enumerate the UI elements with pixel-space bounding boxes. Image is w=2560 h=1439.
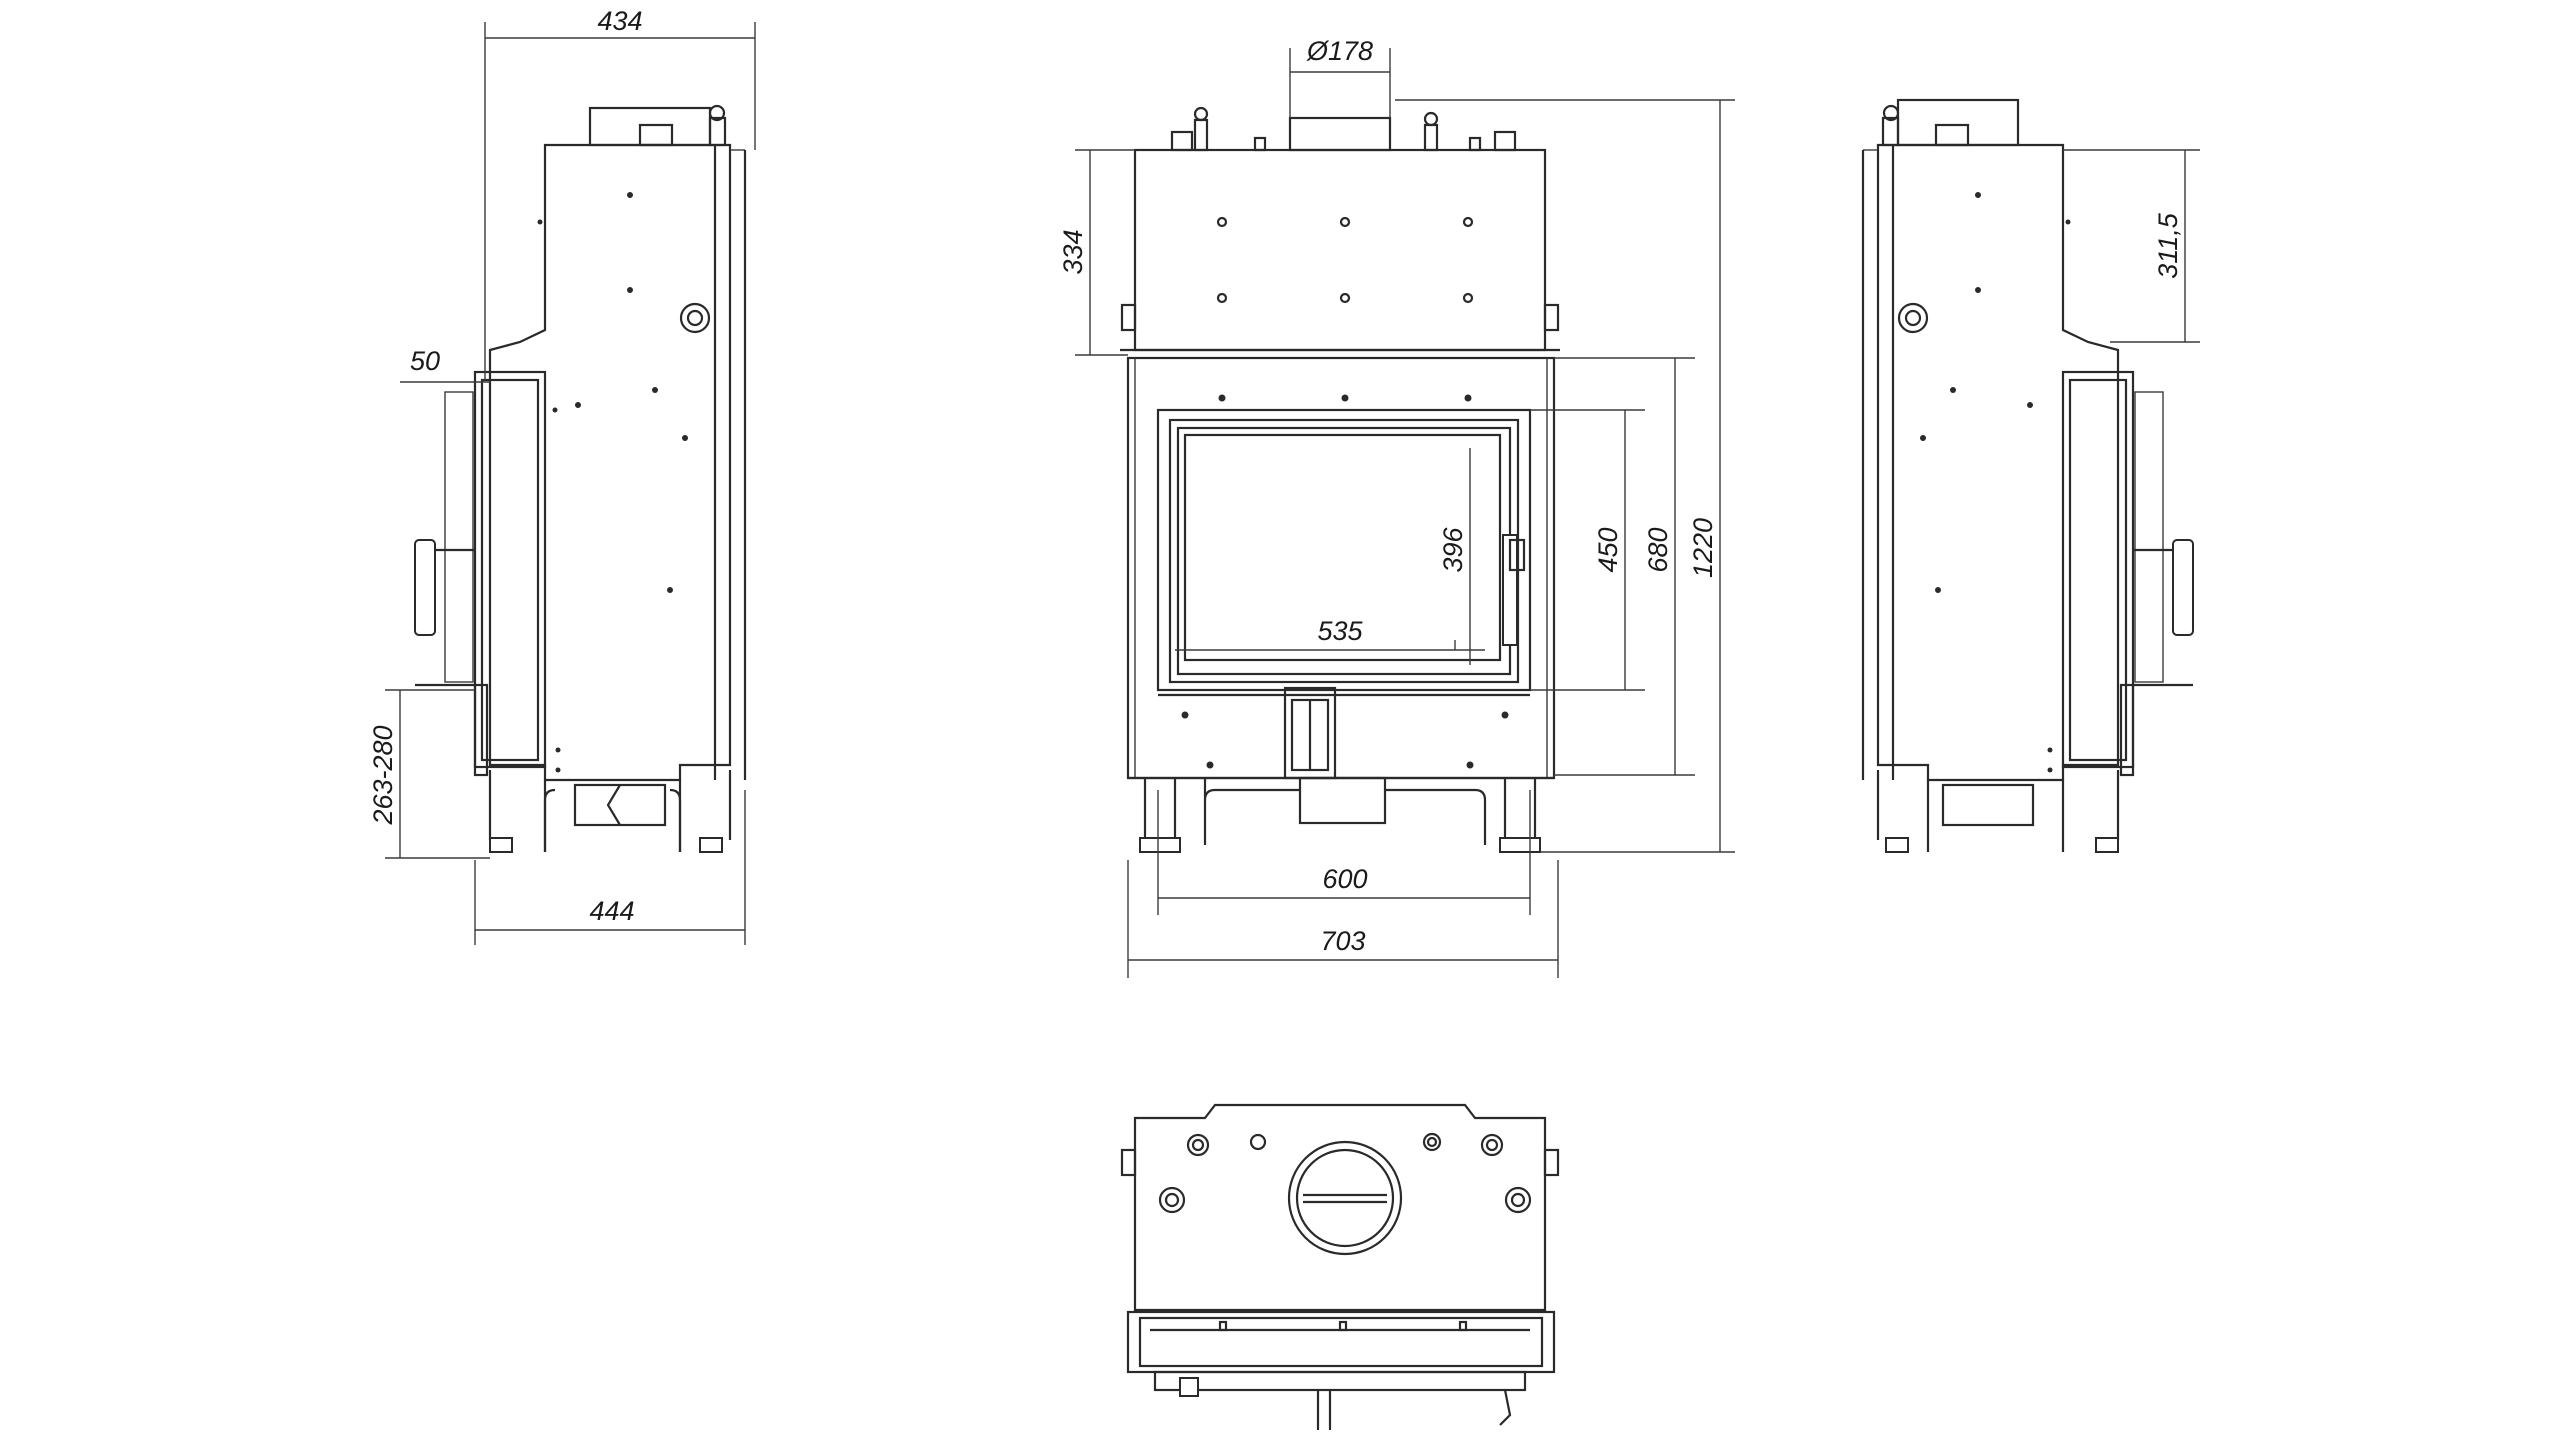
dim-50: 50: [410, 346, 440, 376]
dim-396: 396: [1438, 526, 1468, 572]
dim-703: 703: [1320, 926, 1365, 956]
top-view: [1120, 1103, 1560, 1430]
right-dimensions: 311,5: [2063, 149, 2200, 343]
dim-680: 680: [1643, 527, 1673, 572]
left-dimensions: 434 50 263-280 444: [368, 6, 756, 945]
dim-450: 450: [1593, 527, 1623, 572]
dim-434: 434: [597, 6, 642, 36]
dim-flue-178: Ø178: [1306, 36, 1373, 66]
dim-600: 600: [1322, 864, 1367, 894]
dim-263-280: 263-280: [368, 725, 398, 825]
right-side-view: [1861, 98, 2194, 853]
front-view: [1120, 106, 1560, 853]
dim-535: 535: [1317, 616, 1363, 646]
dim-1220: 1220: [1688, 518, 1718, 578]
dim-311-5: 311,5: [2153, 212, 2183, 279]
dim-334: 334: [1058, 229, 1088, 274]
front-dimensions: Ø178 334 396 535 450 680 1220 600 703: [1058, 36, 1735, 978]
left-side-view: [414, 104, 747, 853]
dim-444: 444: [589, 896, 634, 926]
